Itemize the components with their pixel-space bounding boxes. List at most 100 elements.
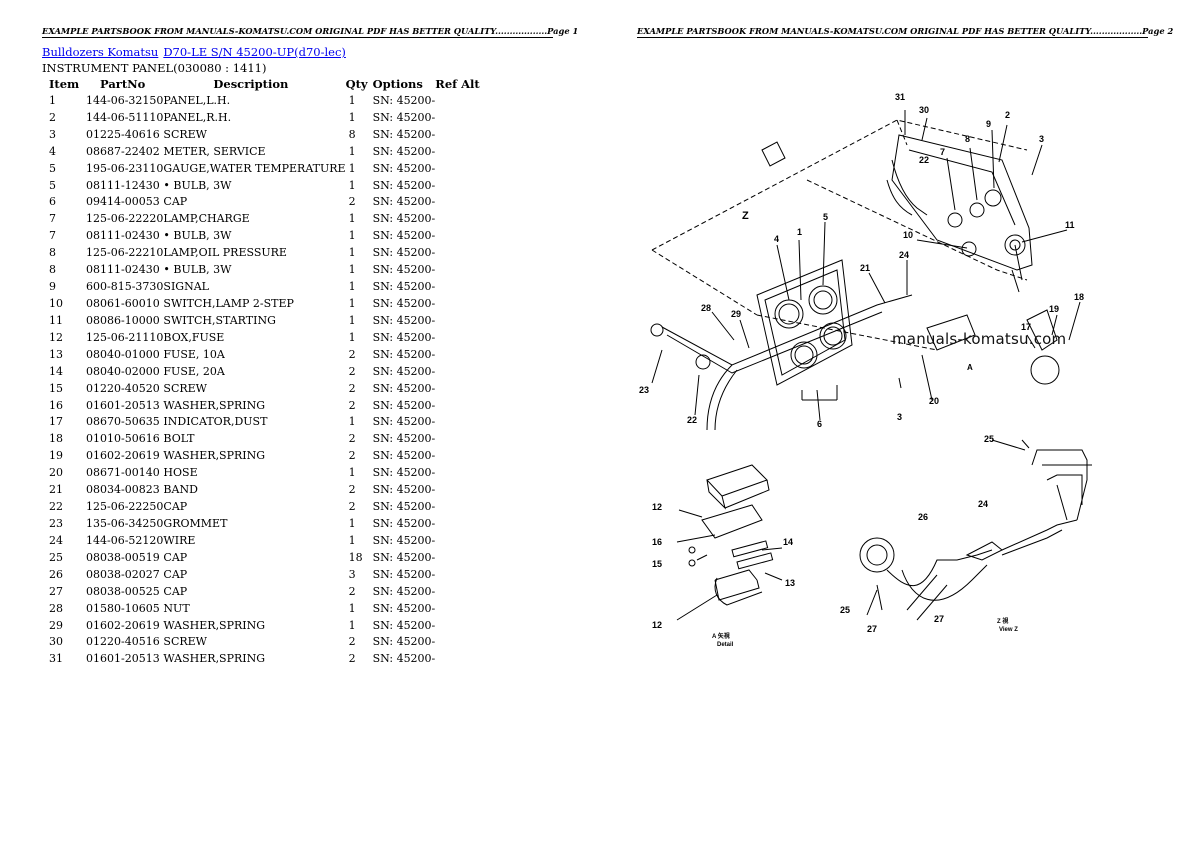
description-cell: CAP bbox=[163, 195, 188, 209]
options-cell: SN: 45200- bbox=[372, 466, 436, 480]
svg-text:28: 28 bbox=[701, 303, 711, 313]
item-cell: 26 bbox=[49, 567, 63, 581]
svg-text:27: 27 bbox=[867, 624, 877, 634]
col-refalt-header: Ref Alt bbox=[435, 77, 480, 91]
qty-cell: 1 bbox=[348, 93, 356, 107]
item-cell: 2 bbox=[49, 110, 56, 124]
refalt-cell bbox=[435, 278, 479, 295]
svg-text:View Z: View Z bbox=[999, 627, 1018, 633]
item-cell: 5 bbox=[49, 178, 56, 192]
partno-cell: 125-06-22210 bbox=[86, 246, 164, 260]
qty-cell: 2 bbox=[348, 398, 356, 412]
svg-text:31: 31 bbox=[895, 92, 905, 102]
description-cell: BOX,FUSE bbox=[163, 330, 225, 344]
refalt-cell bbox=[435, 346, 479, 363]
description-cell: WIRE bbox=[163, 533, 196, 547]
description-cell: BAND bbox=[163, 483, 198, 497]
description-cell: SCREW bbox=[163, 381, 207, 395]
item-cell: 15 bbox=[49, 381, 63, 395]
options-cell: SN: 45200- bbox=[372, 330, 436, 344]
refalt-cell bbox=[435, 583, 479, 600]
qty-cell: 1 bbox=[348, 212, 356, 226]
options-cell: SN: 45200- bbox=[372, 178, 436, 192]
partno-cell: 01580-10605 bbox=[86, 601, 160, 615]
description-cell: CAP bbox=[163, 550, 188, 564]
svg-text:10: 10 bbox=[903, 230, 913, 240]
description-cell: • BULB, 3W bbox=[163, 263, 232, 277]
refalt-cell bbox=[435, 549, 479, 566]
refalt-cell bbox=[435, 143, 479, 160]
description-cell: WASHER,SPRING bbox=[163, 652, 266, 666]
svg-text:3: 3 bbox=[897, 412, 902, 422]
description-cell: WASHER,SPRING bbox=[163, 398, 266, 412]
refalt-cell bbox=[435, 397, 479, 414]
qty-cell: 1 bbox=[348, 161, 356, 175]
item-cell: 25 bbox=[49, 550, 63, 564]
qty-cell: 2 bbox=[348, 635, 356, 649]
item-cell: 30 bbox=[49, 635, 63, 649]
svg-text:17: 17 bbox=[1021, 322, 1031, 332]
svg-text:6: 6 bbox=[817, 419, 822, 429]
description-cell: HOSE bbox=[163, 466, 198, 480]
refalt-cell bbox=[435, 126, 479, 143]
partno-cell: 08111-02430 bbox=[86, 229, 160, 243]
description-cell: WASHER,SPRING bbox=[163, 449, 266, 463]
svg-text:1: 1 bbox=[797, 227, 802, 237]
table-header-row: Item PartNo Description Qty Options Ref … bbox=[42, 76, 480, 92]
col-item-header: Item bbox=[49, 77, 80, 91]
item-cell: 11 bbox=[49, 313, 63, 327]
item-cell: 13 bbox=[49, 347, 63, 361]
refalt-cell bbox=[435, 295, 479, 312]
svg-text:21: 21 bbox=[860, 263, 870, 273]
description-cell: BOLT bbox=[163, 432, 195, 446]
description-cell: PANEL,R.H. bbox=[163, 110, 232, 124]
options-cell: SN: 45200- bbox=[372, 280, 436, 294]
col-partno-header: PartNo bbox=[100, 77, 146, 91]
item-cell: 8 bbox=[49, 246, 56, 260]
svg-text:26: 26 bbox=[918, 512, 928, 522]
qty-cell: 1 bbox=[348, 466, 356, 480]
options-cell: SN: 45200- bbox=[372, 110, 436, 124]
refalt-cell bbox=[435, 447, 479, 464]
options-cell: SN: 45200- bbox=[372, 364, 436, 378]
qty-cell: 1 bbox=[348, 330, 356, 344]
breadcrumb-link-bulldozers[interactable]: Bulldozers Komatsu bbox=[42, 45, 159, 59]
description-cell: NUT bbox=[163, 601, 190, 615]
description-cell: CAP bbox=[163, 584, 188, 598]
svg-text:19: 19 bbox=[1049, 304, 1059, 314]
item-cell: 5 bbox=[49, 161, 56, 175]
item-cell: 9 bbox=[49, 280, 56, 294]
refalt-cell bbox=[435, 498, 479, 515]
breadcrumb: Bulldozers Komatsu D70-LE S/N 45200-UP(d7… bbox=[42, 45, 346, 59]
item-cell: 22 bbox=[49, 500, 63, 514]
partno-cell: 08061-60010 bbox=[86, 297, 160, 311]
options-cell: SN: 45200- bbox=[372, 313, 436, 327]
partno-cell: 01602-20619 bbox=[86, 618, 160, 632]
svg-text:16: 16 bbox=[652, 537, 662, 547]
header-rule-right bbox=[637, 37, 1148, 38]
svg-text:3: 3 bbox=[1039, 134, 1044, 144]
options-cell: SN: 45200- bbox=[372, 567, 436, 581]
description-cell: WASHER,SPRING bbox=[163, 618, 266, 632]
section-title: INSTRUMENT PANEL(030080 : 1411) bbox=[42, 61, 267, 75]
description-cell: METER, SERVICE bbox=[163, 144, 266, 158]
options-cell: SN: 45200- bbox=[372, 500, 436, 514]
partno-cell: 01602-20619 bbox=[86, 449, 160, 463]
svg-text:18: 18 bbox=[1074, 292, 1084, 302]
svg-text:7: 7 bbox=[940, 147, 945, 157]
options-cell: SN: 45200- bbox=[372, 144, 436, 158]
svg-text:4: 4 bbox=[774, 234, 779, 244]
breadcrumb-link-model[interactable]: D70-LE S/N 45200-UP(d70-lec) bbox=[163, 45, 346, 59]
partno-cell: 600-815-3730 bbox=[86, 280, 164, 294]
item-cell: 19 bbox=[49, 449, 63, 463]
partno-cell: 08086-10000 bbox=[86, 313, 160, 327]
